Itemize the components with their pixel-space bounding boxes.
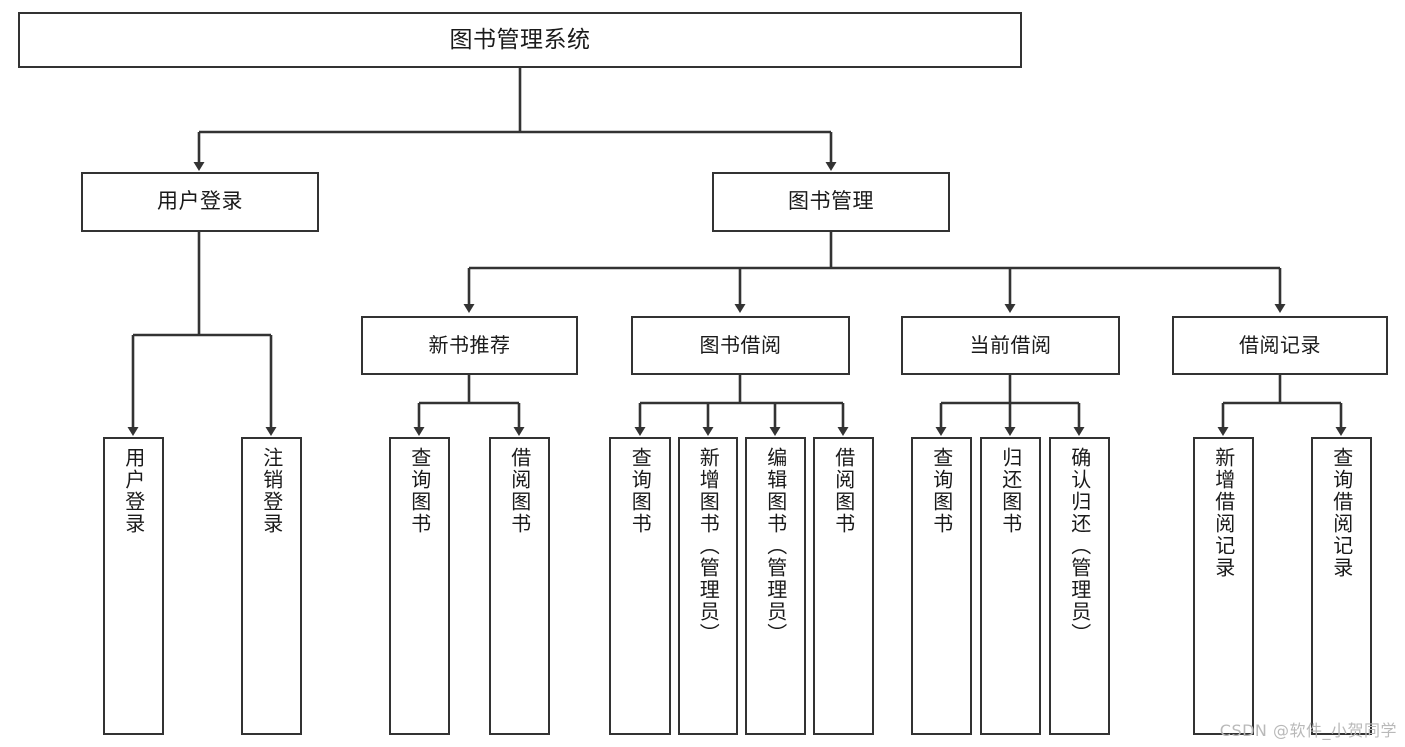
node-root-system[interactable]: 图书管理系统 (18, 12, 1022, 68)
node-label: 确认归还（管理员） (1067, 447, 1092, 645)
node-label: 借阅图书 (831, 447, 856, 535)
leaf-borrow-record-1[interactable]: 查询借阅记录 (1311, 437, 1372, 735)
node-current-borrow[interactable]: 当前借阅 (901, 316, 1120, 375)
node-label: 编辑图书（管理员） (763, 447, 788, 645)
node-label: 新增图书（管理员） (696, 447, 721, 645)
node-label: 注销登录 (259, 447, 284, 535)
leaf-book-borrow-2[interactable]: 编辑图书（管理员） (745, 437, 806, 735)
node-label: 图书借阅 (699, 333, 782, 358)
node-borrow-record[interactable]: 借阅记录 (1172, 316, 1388, 375)
node-label: 新书推荐 (428, 333, 511, 358)
csdn-watermark: CSDN @软件_小贺同学 (1219, 721, 1397, 740)
node-label: 当前借阅 (969, 333, 1052, 358)
node-label: 借阅图书 (507, 447, 532, 535)
node-label: 借阅记录 (1239, 333, 1321, 358)
node-book-management[interactable]: 图书管理 (712, 172, 950, 232)
leaf-user-login-0[interactable]: 用户登录 (103, 437, 164, 735)
leaf-user-login-1[interactable]: 注销登录 (241, 437, 302, 735)
leaf-book-borrow-3[interactable]: 借阅图书 (813, 437, 874, 735)
node-new-book-recommend[interactable]: 新书推荐 (361, 316, 578, 375)
node-label: 图书管理系统 (449, 26, 591, 53)
node-label: 归还图书 (998, 447, 1023, 535)
node-label: 查询借阅记录 (1329, 447, 1354, 579)
leaf-new-book-recommend-1[interactable]: 借阅图书 (489, 437, 550, 735)
node-label: 图书管理 (788, 189, 874, 214)
leaf-current-borrow-0[interactable]: 查询图书 (911, 437, 972, 735)
leaf-book-borrow-0[interactable]: 查询图书 (609, 437, 671, 735)
leaf-borrow-record-0[interactable]: 新增借阅记录 (1193, 437, 1254, 735)
leaf-book-borrow-1[interactable]: 新增图书（管理员） (678, 437, 738, 735)
node-label: 用户登录 (157, 189, 243, 214)
node-label: 用户登录 (121, 447, 146, 535)
leaf-new-book-recommend-0[interactable]: 查询图书 (389, 437, 450, 735)
node-label: 查询图书 (929, 447, 954, 535)
node-label: 查询图书 (628, 447, 653, 535)
node-book-borrow[interactable]: 图书借阅 (631, 316, 850, 375)
node-user-login[interactable]: 用户登录 (81, 172, 319, 232)
node-label: 新增借阅记录 (1211, 447, 1236, 579)
node-label: 查询图书 (407, 447, 432, 535)
leaf-current-borrow-2[interactable]: 确认归还（管理员） (1049, 437, 1110, 735)
leaf-current-borrow-1[interactable]: 归还图书 (980, 437, 1041, 735)
